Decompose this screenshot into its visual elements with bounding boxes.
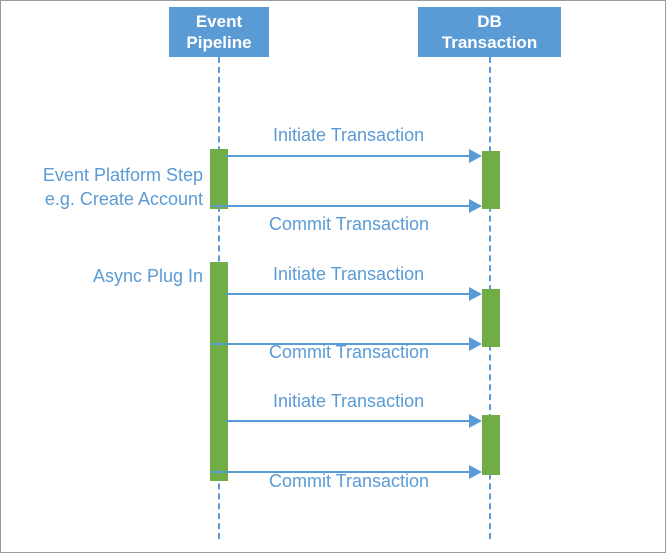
message-line-initiate-3 — [225, 420, 477, 422]
message-line-commit-2 — [211, 343, 477, 345]
message-label-commit-1: Commit Transaction — [269, 214, 430, 234]
message-line-initiate-2 — [225, 293, 477, 295]
activation-db-transaction-1 — [482, 151, 500, 209]
message-label-commit-2: Commit Transaction — [269, 342, 430, 362]
message-arrowhead-initiate-2 — [469, 287, 482, 301]
side-label-event-platform-step: Event Platform Step e.g. Create Account — [42, 165, 203, 209]
participant-event-pipeline[interactable]: Event Pipeline — [169, 7, 269, 57]
message-label-commit-3: Commit Transaction — [269, 471, 430, 491]
participant-db-transaction[interactable]: DB Transaction — [418, 7, 561, 57]
message-arrowhead-commit-1 — [469, 199, 482, 213]
participant-db-transaction-label: DB Transaction — [441, 12, 538, 52]
activation-event-pipeline-step — [210, 149, 228, 209]
participant-event-pipeline-label: Event Pipeline — [186, 12, 252, 52]
message-arrowhead-commit-2 — [469, 337, 482, 351]
message-line-commit-1 — [211, 205, 477, 207]
message-label-initiate-2: Initiate Transaction — [273, 264, 425, 284]
message-arrowhead-initiate-1 — [469, 149, 482, 163]
activation-db-transaction-3 — [482, 415, 500, 475]
side-label-async-plug-in: Async Plug In — [92, 266, 203, 286]
activation-db-transaction-2 — [482, 289, 500, 347]
message-label-initiate-3: Initiate Transaction — [273, 391, 425, 411]
activation-event-pipeline-async — [210, 262, 228, 481]
message-arrowhead-commit-3 — [469, 465, 482, 479]
message-label-initiate-1: Initiate Transaction — [273, 125, 425, 145]
message-arrowhead-initiate-3 — [469, 414, 482, 428]
message-line-initiate-1 — [225, 155, 477, 157]
message-line-commit-3 — [211, 471, 477, 473]
